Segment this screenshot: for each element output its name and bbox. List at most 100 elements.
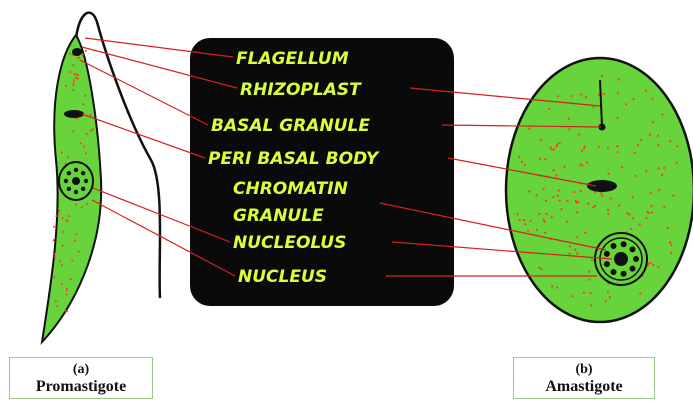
granule-dot xyxy=(73,84,75,86)
granule-dot xyxy=(543,218,545,220)
granule-dot xyxy=(73,82,75,84)
granule-dot xyxy=(637,144,639,146)
chromatin-granule xyxy=(630,266,636,272)
granule-dot xyxy=(569,245,571,247)
granule-dot xyxy=(66,294,68,296)
granule-dot xyxy=(72,64,74,66)
granule-dot xyxy=(609,296,611,298)
label-nucleus: NUCLEUS xyxy=(238,267,327,287)
granule-dot xyxy=(83,103,85,105)
chromatin-granule xyxy=(84,179,88,183)
granule-dot xyxy=(53,276,55,278)
label-basal-granule: BASAL GRANULE xyxy=(211,116,370,136)
granule-dot xyxy=(618,204,620,206)
granule-dot xyxy=(610,197,612,199)
granule-dot xyxy=(607,209,609,211)
promastigote-nucleolus xyxy=(72,177,80,185)
granule-dot xyxy=(658,189,660,191)
granule-dot xyxy=(640,139,642,141)
caption-promastigote-name: Promastigote xyxy=(10,378,152,395)
granule-dot xyxy=(546,213,548,215)
granule-dot xyxy=(657,266,659,268)
granule-dot xyxy=(85,153,87,155)
granule-dot xyxy=(576,253,578,255)
granule-dot xyxy=(66,290,68,292)
granule-dot xyxy=(645,90,647,92)
granule-dot xyxy=(574,248,576,250)
granule-dot xyxy=(598,146,600,148)
granule-dot xyxy=(639,292,641,294)
granule-dot xyxy=(77,74,79,76)
granule-dot xyxy=(72,89,74,91)
granule-dot xyxy=(573,191,575,193)
granule-dot xyxy=(53,239,55,241)
granule-dot xyxy=(663,206,665,208)
granule-dot xyxy=(517,213,519,215)
granule-dot xyxy=(584,145,586,147)
granule-dot xyxy=(69,71,71,73)
granule-dot xyxy=(558,189,560,191)
chromatin-granule xyxy=(81,171,85,175)
granule-dot xyxy=(84,95,86,97)
granule-dot xyxy=(559,142,561,144)
granule-dot xyxy=(61,152,63,154)
granule-dot xyxy=(548,108,550,110)
caption-amastigote-name: Amastigote xyxy=(514,378,654,395)
granule-dot xyxy=(588,271,590,273)
granule-dot xyxy=(527,230,529,232)
granule-dot xyxy=(669,241,671,243)
granule-dot xyxy=(69,53,71,55)
granule-dot xyxy=(58,210,60,212)
granule-dot xyxy=(80,142,82,144)
granule-dot xyxy=(539,158,541,160)
granule-dot xyxy=(657,135,659,137)
granule-dot xyxy=(61,264,63,266)
granule-dot xyxy=(556,145,558,147)
granule-dot xyxy=(81,206,83,208)
granule-dot xyxy=(578,133,580,135)
chromatin-granule xyxy=(64,179,68,183)
granule-dot xyxy=(647,211,649,213)
granule-dot xyxy=(521,161,523,163)
granule-dot xyxy=(571,295,573,297)
granule-dot xyxy=(519,219,521,221)
granule-dot xyxy=(588,279,590,281)
granule-dot xyxy=(650,205,652,207)
granule-dot xyxy=(580,190,582,192)
granule-dot xyxy=(59,260,61,262)
granule-dot xyxy=(634,152,636,154)
granule-dot xyxy=(524,223,526,225)
granule-dot xyxy=(541,268,543,270)
granule-dot xyxy=(540,139,542,141)
granule-dot xyxy=(67,156,69,158)
chromatin-granule xyxy=(604,261,610,267)
granule-dot xyxy=(78,57,80,59)
granule-dot xyxy=(632,196,634,198)
granule-dot xyxy=(555,175,557,177)
granule-dot xyxy=(587,202,589,204)
granule-dot xyxy=(62,231,64,233)
promastigote-basal-body xyxy=(64,110,84,118)
granule-dot xyxy=(663,167,665,169)
granule-dot xyxy=(543,188,545,190)
granule-dot xyxy=(73,79,75,81)
granule-dot xyxy=(626,212,628,214)
granule-dot xyxy=(581,150,583,152)
granule-dot xyxy=(649,262,651,264)
granule-dot xyxy=(592,206,594,208)
granule-dot xyxy=(607,213,609,215)
granule-dot xyxy=(579,163,581,165)
granule-dot xyxy=(557,95,559,97)
label-peri-basal-body: PERI BASAL BODY xyxy=(208,149,380,169)
granule-dot xyxy=(54,253,56,255)
granule-dot xyxy=(544,232,546,234)
granule-dot xyxy=(669,140,671,142)
granule-dot xyxy=(71,260,73,262)
granule-dot xyxy=(83,146,85,148)
chromatin-granule xyxy=(611,243,617,249)
granule-dot xyxy=(72,130,74,132)
granule-dot xyxy=(55,300,57,302)
granule-dot xyxy=(62,217,64,219)
granule-dot xyxy=(61,283,63,285)
